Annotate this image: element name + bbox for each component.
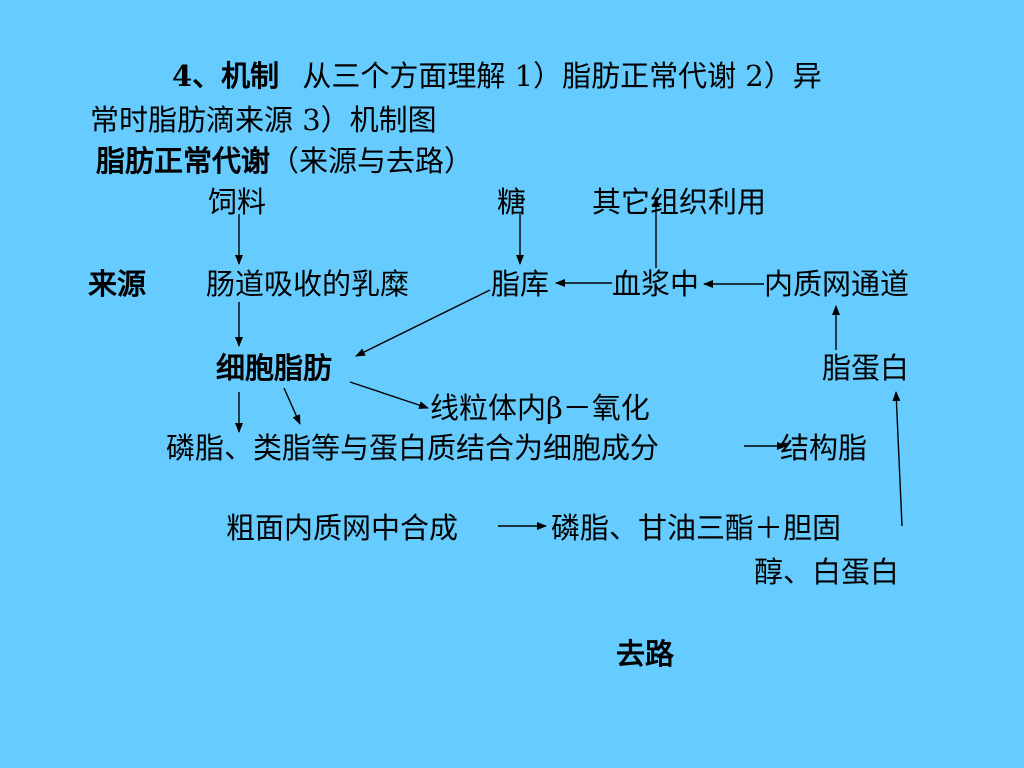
subheading-paren: （来源与去路） <box>270 144 474 178</box>
node-beta-oxidation: 线粒体内β－氧化 <box>430 391 650 425</box>
node-structural-fat: 结构脂 <box>780 431 868 465</box>
heading-number: 4、机制 <box>172 59 280 93</box>
node-lipoprotein: 脂蛋白 <box>822 351 910 385</box>
label-source: 来源 <box>88 267 147 301</box>
heading-line-2: 常时脂肪滴来源 3）机制图 <box>90 103 437 137</box>
heading-text: 从三个方面理解 1）脂肪正常代谢 2）异 <box>302 59 822 93</box>
subheading: 脂肪正常代谢（来源与去路） <box>96 143 473 179</box>
node-plasma: 血浆中 <box>612 267 700 301</box>
node-phospholipid-binding: 磷脂、类脂等与蛋白质结合为细胞成分 <box>166 431 660 465</box>
arrow-cell-fat-to-beta-oxidation <box>349 381 429 409</box>
node-other-tissue: 其它组织利用 <box>592 185 767 219</box>
node-products-line-2: 醇、白蛋白 <box>754 555 900 589</box>
label-fate: 去路 <box>616 637 675 671</box>
arrow-products-to-lipoprotein <box>892 391 903 527</box>
node-products-line-1: 磷脂、甘油三酯＋胆固 <box>551 511 842 545</box>
node-rough-er: 粗面内质网中合成 <box>226 511 459 545</box>
subheading-title: 脂肪正常代谢 <box>96 144 271 178</box>
node-feed: 饲料 <box>208 185 267 219</box>
node-cell-fat: 细胞脂肪 <box>216 351 333 385</box>
node-chylomicron: 肠道吸收的乳糜 <box>206 267 410 301</box>
node-fat-depot: 脂库 <box>491 267 550 301</box>
node-er-channel: 内质网通道 <box>764 267 910 301</box>
node-sugar: 糖 <box>497 185 527 219</box>
heading-line-1: 4、机制 从三个方面理解 1）脂肪正常代谢 2）异 <box>172 58 822 94</box>
arrow-cell-fat-to-phospholipid-right <box>283 387 301 425</box>
